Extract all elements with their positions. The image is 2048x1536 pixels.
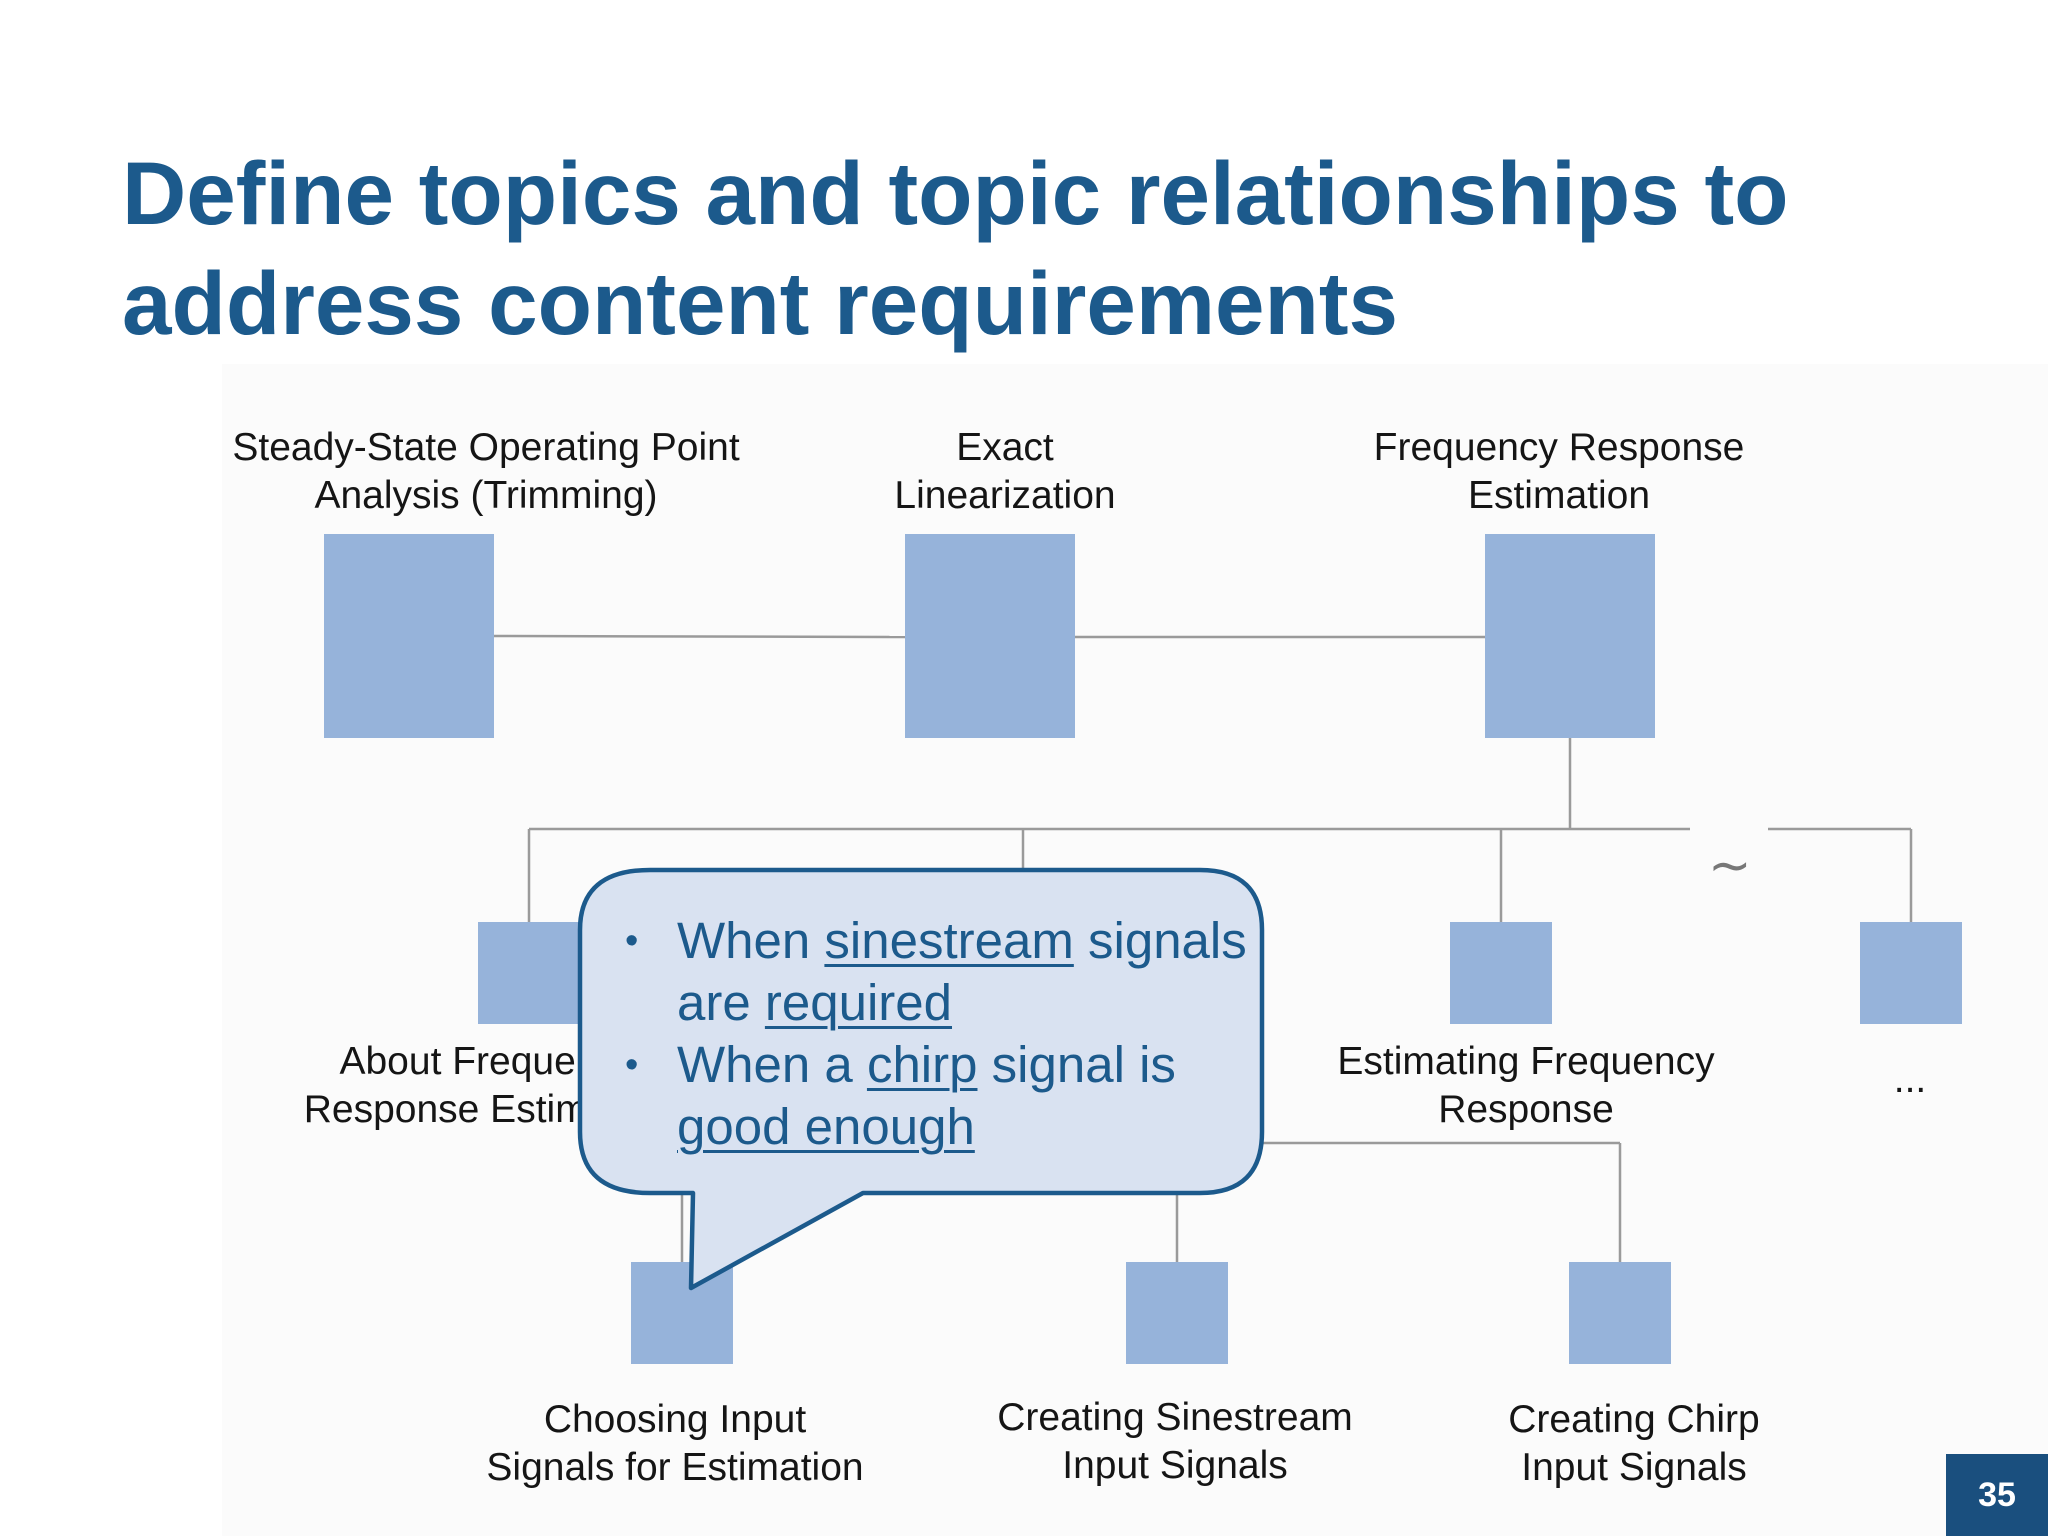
link-good-enough[interactable]: good enough xyxy=(677,1098,975,1155)
bullet-icon: • xyxy=(625,1044,639,1086)
topic-label-creating-chirp: Creating Chirp Input Signals xyxy=(1508,1398,1760,1489)
callout-bullet: • When a chirp signal is good enough xyxy=(620,1034,1260,1158)
connector-break xyxy=(1690,818,1768,848)
topic-box-choosing-input[interactable] xyxy=(631,1262,733,1364)
link-required[interactable]: required xyxy=(764,974,953,1031)
link-sinestream[interactable]: sinestream xyxy=(824,912,1074,969)
callout-text-span: signals are xyxy=(677,912,1247,1031)
bullet-icon: • xyxy=(625,920,639,962)
topic-label-choosing-input: Choosing Input Signals for Estimation xyxy=(486,1398,864,1489)
topic-box-creating-chirp[interactable] xyxy=(1569,1262,1671,1364)
topic-label-frequency-response: Frequency Response Estimation xyxy=(1373,426,1745,517)
link-chirp[interactable]: chirp xyxy=(866,1036,978,1093)
topic-box-frequency-response[interactable] xyxy=(1485,534,1655,738)
break-symbol: ~ xyxy=(1708,836,1752,896)
callout-text-span: When xyxy=(677,912,825,969)
topic-box-exact-linearization[interactable] xyxy=(905,534,1075,738)
topic-box-estimating-frequency[interactable] xyxy=(1450,922,1552,1024)
topic-label-steady-state: Steady-State Operating Point Analysis (T… xyxy=(232,426,740,517)
callout-text-span: signal is xyxy=(977,1036,1176,1093)
topic-label-estimating-frequency: Estimating Frequency Response xyxy=(1337,1040,1715,1131)
topic-box-about-frequency[interactable] xyxy=(478,922,580,1024)
topic-box-more[interactable] xyxy=(1860,922,1962,1024)
callout-bullet: • When sinestream signals are required xyxy=(620,910,1260,1034)
topic-box-creating-sinestream[interactable] xyxy=(1126,1262,1228,1364)
slide-title: Define topics and topic relationships to… xyxy=(122,143,1789,353)
callout-text-span: When a xyxy=(677,1036,867,1093)
callout-text: • When sinestream signals are required •… xyxy=(620,910,1260,1158)
topic-box-steady-state[interactable] xyxy=(324,534,494,738)
topic-label-more: ... xyxy=(1893,1058,1927,1101)
page-number-badge: 35 xyxy=(1946,1454,2048,1536)
topic-label-exact-linearization: Exact Linearization xyxy=(894,426,1116,517)
topic-label-creating-sinestream: Creating Sinestream Input Signals xyxy=(997,1396,1353,1487)
